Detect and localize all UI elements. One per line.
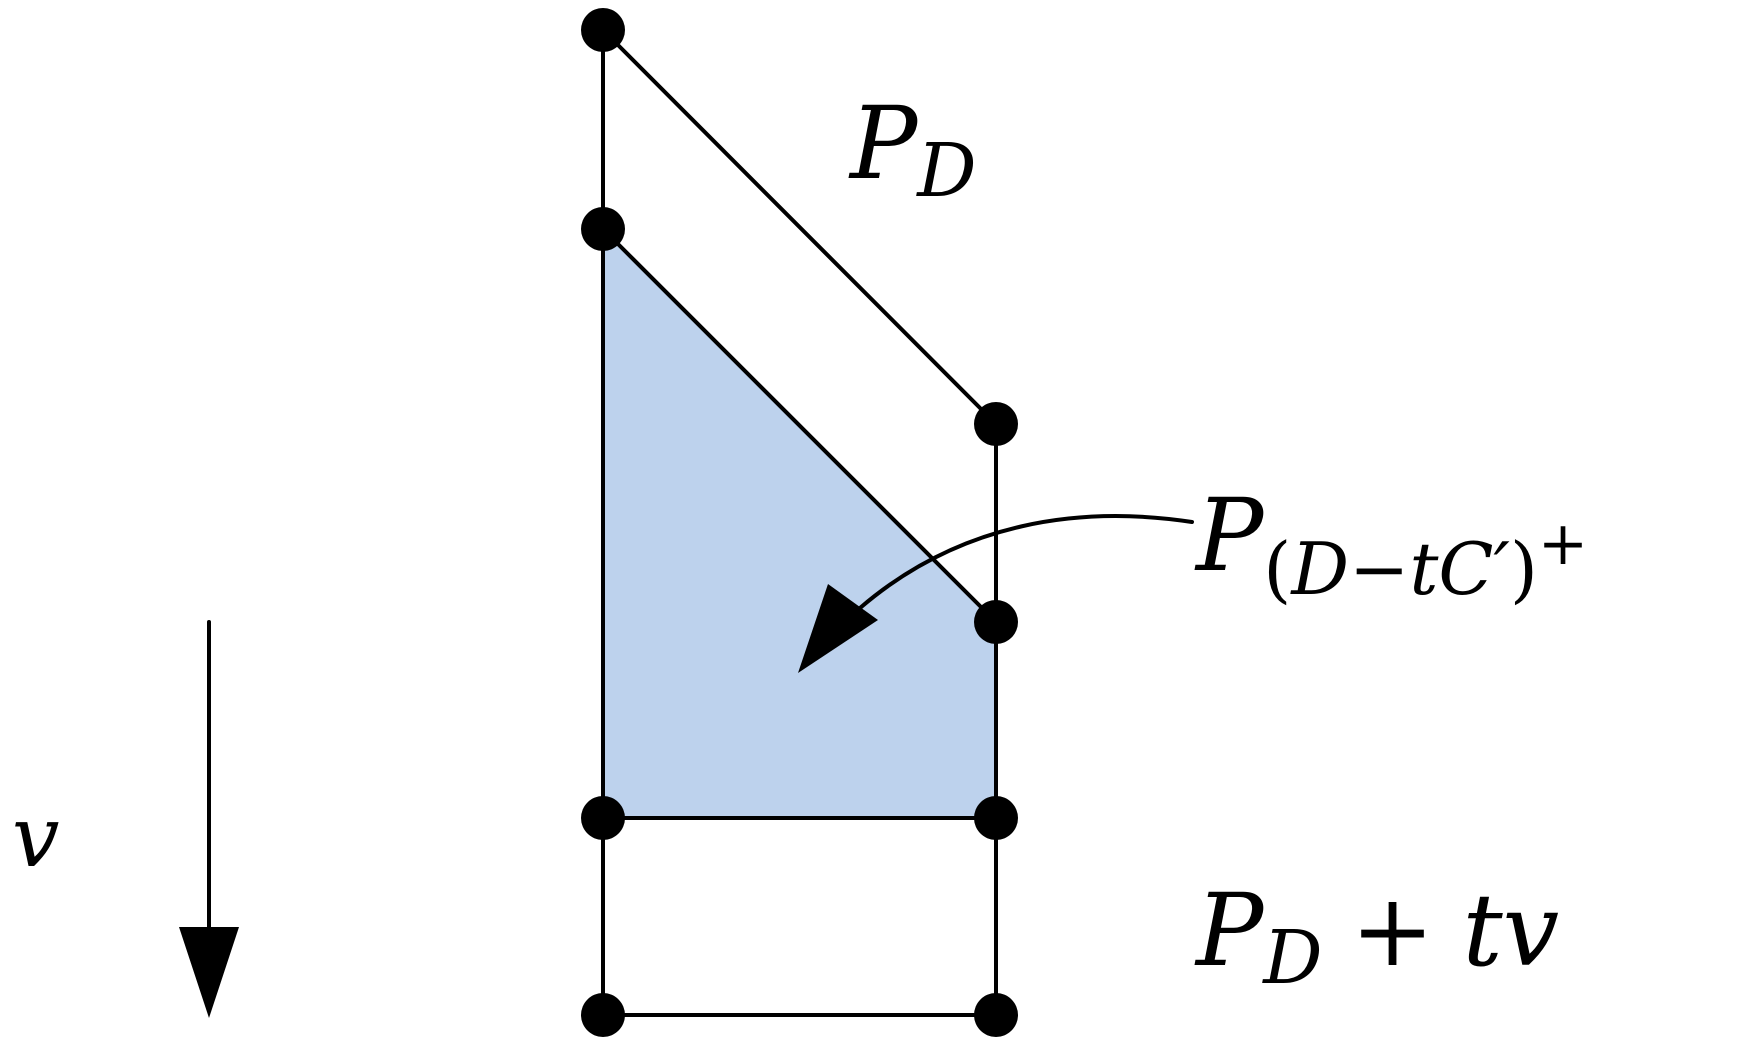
vertex-right-bottom xyxy=(974,993,1018,1037)
label-p-shrunk-open-paren: ( xyxy=(1263,527,1291,611)
label-p-shrunk-C: C′ xyxy=(1438,527,1509,611)
label-p-shrunk-D: D xyxy=(1289,527,1349,611)
label-p-translated-main: P xyxy=(1194,872,1265,989)
label-p-d: PD xyxy=(848,85,977,214)
label-p-shrunk: P(D−tC′)+ xyxy=(1194,477,1588,611)
label-p-shrunk-sup: + xyxy=(1538,509,1588,579)
vertex-right-lower xyxy=(974,796,1018,840)
label-p-d-main: P xyxy=(848,85,919,202)
arrow-down-icon xyxy=(179,620,239,1018)
edge-diagonal-inner xyxy=(601,227,998,624)
label-p-d-sub: D xyxy=(915,128,976,214)
label-p-translated: PD +tv xyxy=(1194,872,1559,1001)
label-p-shrunk-t: t xyxy=(1409,527,1439,611)
edge-diagonal-top xyxy=(601,28,998,426)
vertex-top xyxy=(581,8,625,52)
vertices xyxy=(581,8,1018,1037)
label-p-shrunk-main: P xyxy=(1194,477,1265,594)
vertex-left-upper xyxy=(581,207,625,251)
vertex-right-middle xyxy=(974,600,1018,644)
label-p-translated-tv: tv xyxy=(1462,872,1559,989)
shaded-region xyxy=(603,229,996,818)
label-p-translated-plus: + xyxy=(1351,872,1435,989)
label-p-translated-sub: D xyxy=(1261,915,1322,1001)
polytope-edges xyxy=(601,28,998,1017)
curved-arrow-icon xyxy=(798,514,1194,673)
label-p-shrunk-close-paren: ) xyxy=(1510,527,1538,611)
label-p-shrunk-minus: − xyxy=(1349,527,1409,611)
vertex-right-upper xyxy=(974,402,1018,446)
label-v: v xyxy=(12,788,59,886)
vertex-left-middle xyxy=(581,796,625,840)
vertex-left-bottom xyxy=(581,993,625,1037)
